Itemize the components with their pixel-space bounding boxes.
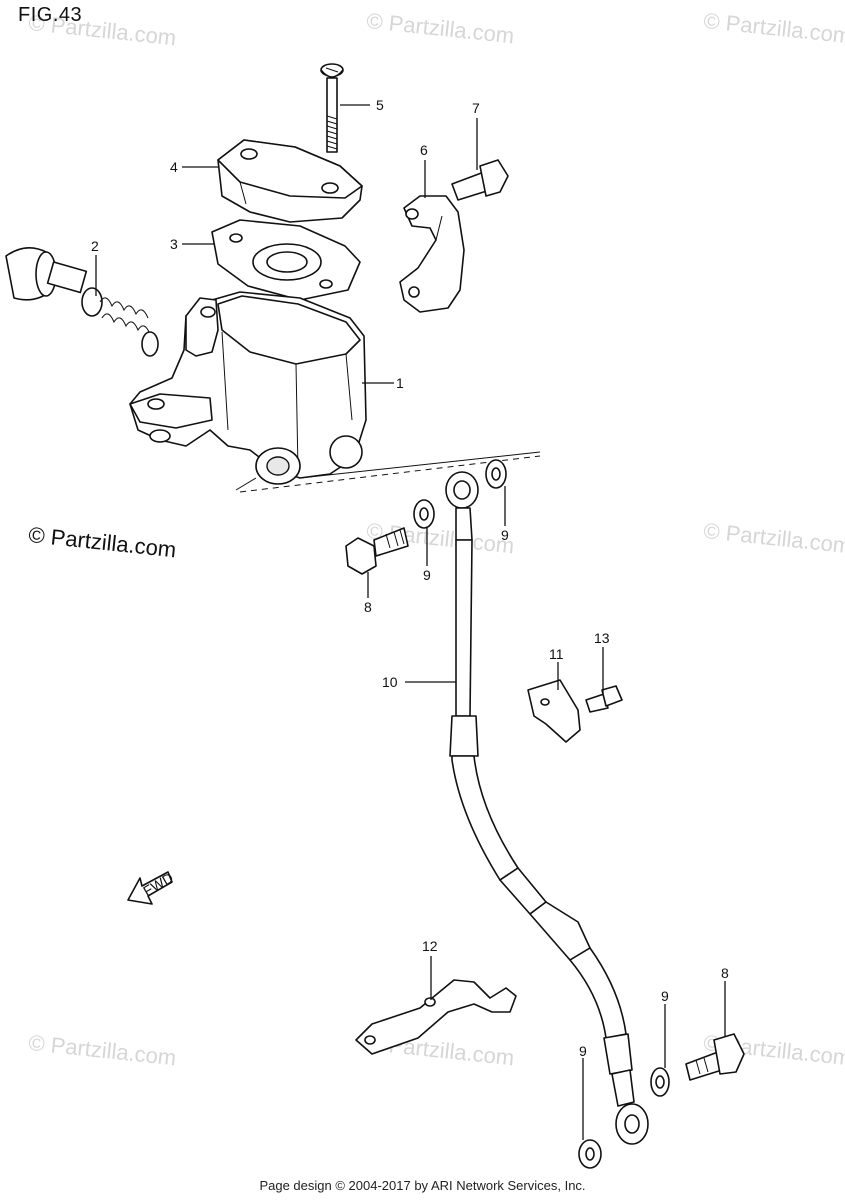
- reservoir-cap-part-4[interactable]: [217, 139, 363, 223]
- washer-part-9-d[interactable]: [578, 1139, 602, 1169]
- banjo-bolt-part-8-lower[interactable]: [685, 1033, 745, 1081]
- diaphragm-part-3[interactable]: [211, 219, 361, 301]
- callout-9-a: 9: [423, 567, 431, 583]
- bolt-part-7[interactable]: [451, 159, 509, 201]
- callout-12: 12: [422, 938, 438, 954]
- banjo-bolt-part-8-upper[interactable]: [345, 527, 409, 575]
- washer-part-9-c[interactable]: [650, 1067, 670, 1097]
- callout-2: 2: [91, 238, 99, 254]
- piston-assembly-part-2[interactable]: [5, 247, 159, 357]
- callout-9-c: 9: [661, 988, 669, 1004]
- callout-9-b: 9: [501, 527, 509, 543]
- callout-8-lower: 8: [721, 965, 729, 981]
- callout-1: 1: [396, 375, 404, 391]
- callout-10: 10: [382, 674, 398, 690]
- callout-3: 3: [170, 236, 178, 252]
- forward-arrow-icon: FWD: [127, 869, 176, 905]
- clamp-part-6[interactable]: [399, 195, 465, 313]
- brake-hose-part-10[interactable]: [445, 471, 649, 1145]
- callout-8-upper: 8: [364, 599, 372, 615]
- callout-13: 13: [594, 630, 610, 646]
- screw-part-5[interactable]: [320, 63, 344, 153]
- bolt-part-13[interactable]: [585, 685, 623, 713]
- callout-11: 11: [549, 646, 564, 662]
- callout-9-d: 9: [579, 1043, 587, 1059]
- footer-credit: Page design © 2004-2017 by ARI Network S…: [259, 1178, 586, 1193]
- callout-4: 4: [170, 159, 178, 175]
- callout-7: 7: [472, 100, 480, 116]
- figure-title: FIG.43: [18, 4, 83, 26]
- washer-part-9-b[interactable]: [485, 459, 507, 489]
- callout-5: 5: [376, 97, 384, 113]
- hose-clamp-part-11[interactable]: [527, 679, 581, 743]
- fwd-label: FWD: [140, 869, 176, 899]
- callout-6: 6: [420, 142, 428, 158]
- callout-leaders: [95, 104, 726, 1140]
- master-cylinder-part-1[interactable]: [129, 291, 541, 493]
- guide-bracket-part-12[interactable]: [355, 979, 517, 1055]
- washer-part-9-a[interactable]: [413, 499, 435, 529]
